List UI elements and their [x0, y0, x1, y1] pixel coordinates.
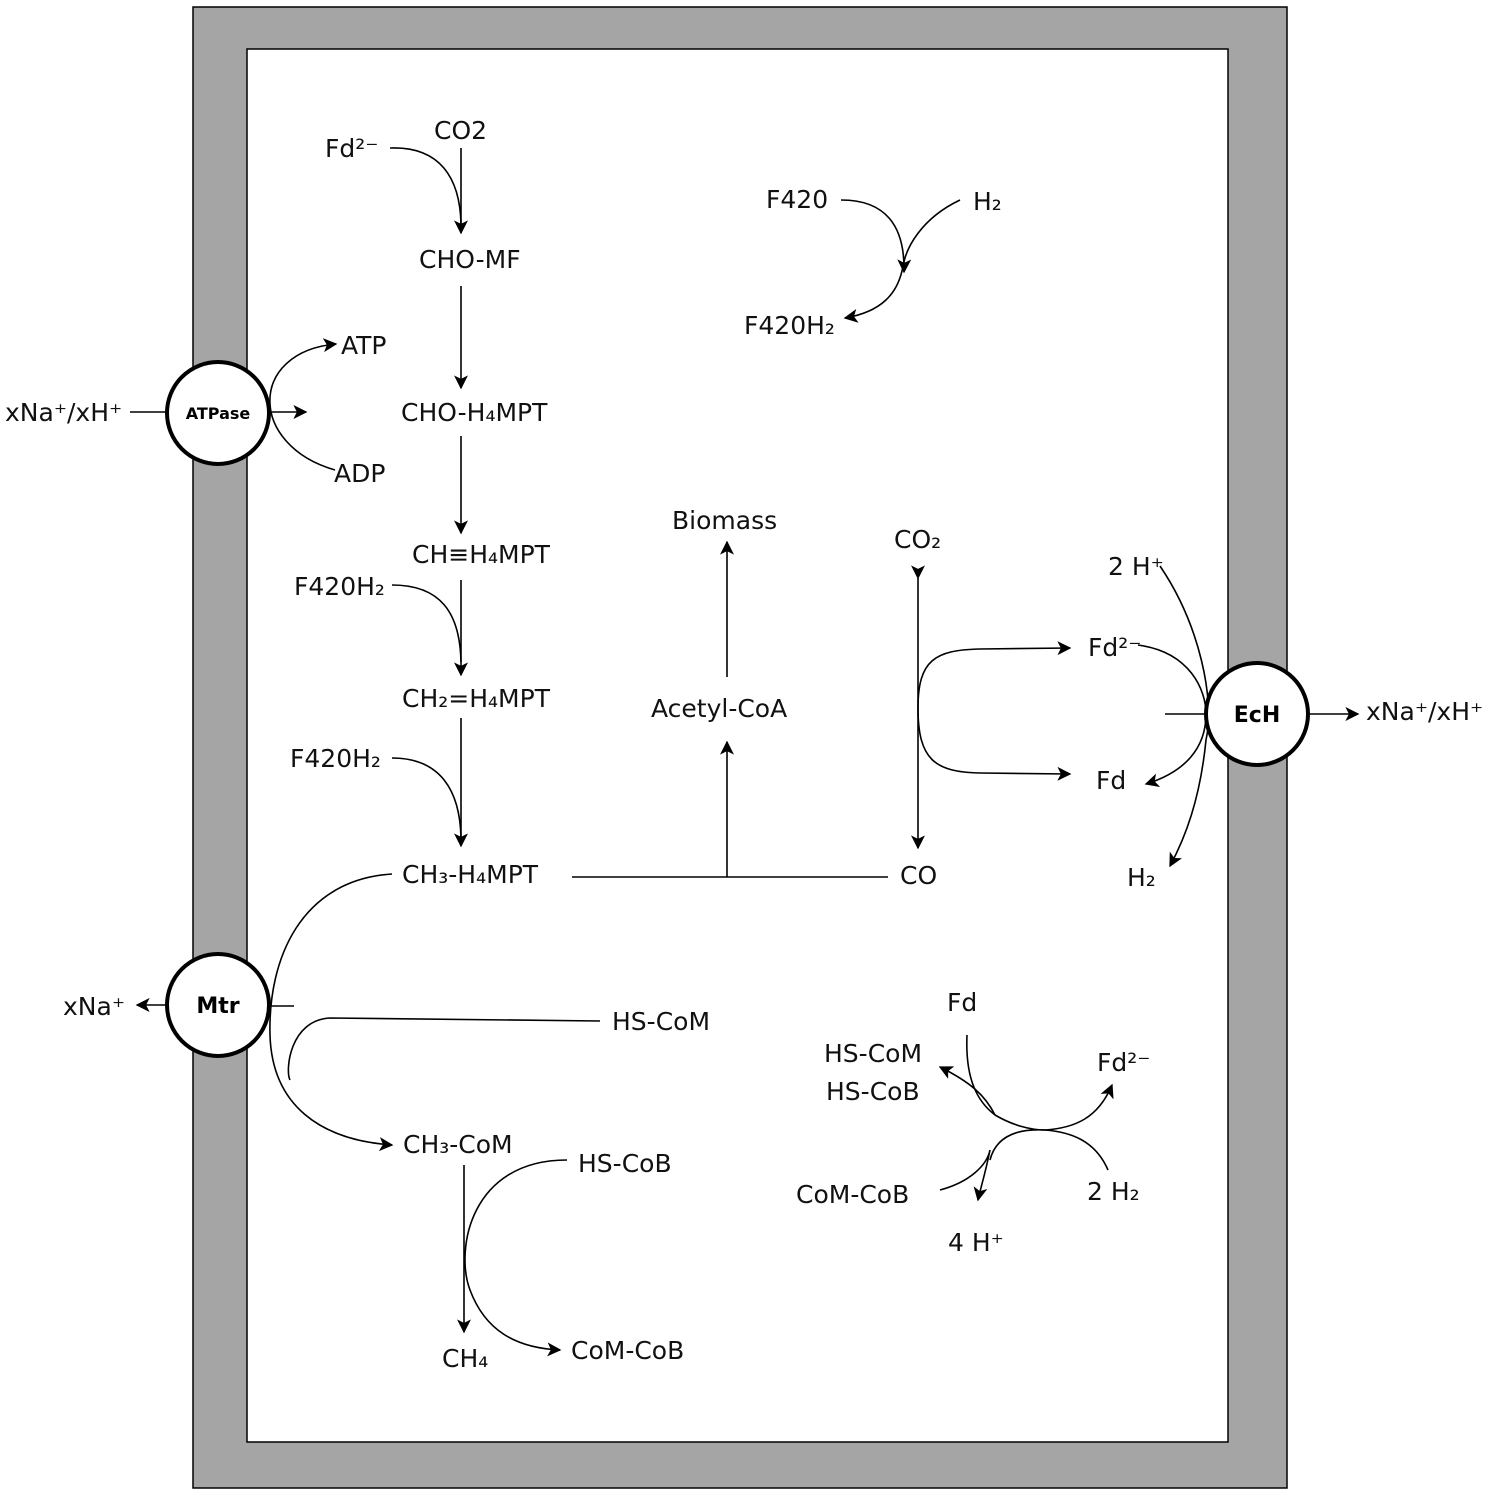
cho-mf-label: CHO-MF: [419, 245, 521, 274]
f420-label: F420: [766, 185, 828, 214]
ech-ion-out-label: xNa⁺/xH⁺: [1366, 697, 1483, 726]
atp-label: ATP: [341, 331, 387, 360]
co-label: CO: [900, 861, 937, 890]
hdr-fd-reduced-label: Fd²⁻: [1097, 1048, 1150, 1077]
f420h2-first-label: F420H₂: [294, 572, 385, 601]
f420-reduction: F420 H₂ F420H₂: [744, 185, 1002, 340]
atpase-enzyme: [165, 360, 271, 466]
ech-h2-label: H₂: [1127, 863, 1156, 892]
mtr-enzyme: [165, 952, 271, 1058]
fd-reduced-top: Fd²⁻: [325, 134, 378, 163]
hs-cob-label: HS-CoB: [578, 1149, 672, 1178]
atpase-reaction: ATPase xNa⁺/xH⁺ ATP ADP: [5, 331, 387, 488]
hdr-four-h-label: 4 H⁺: [948, 1228, 1004, 1257]
hdr-hs-com-label: HS-CoM: [824, 1039, 922, 1068]
carbonyl-branch: Acetyl-CoA Biomass CO₂ CO Fd²⁻ Fd: [572, 506, 1141, 890]
hdr-hs-cob-label: HS-CoB: [826, 1077, 920, 1106]
co2-top: CO2: [434, 116, 487, 145]
ech-protons-label: 2 H⁺: [1108, 552, 1164, 581]
com-cob-product-label: CoM-CoB: [571, 1336, 684, 1365]
adp-label: ADP: [334, 459, 385, 488]
co2-carbonyl-label: CO₂: [894, 525, 941, 554]
atpase-ion-in: xNa⁺/xH⁺: [5, 398, 122, 427]
hdr-com-cob-label: CoM-CoB: [796, 1180, 909, 1209]
mtr-label: Mtr: [196, 994, 239, 1019]
hdr-two-h2-label: 2 H₂: [1087, 1177, 1140, 1206]
fd-carbonyl-label: Fd: [1096, 766, 1126, 795]
cho-h4mpt-label: CHO-H₄MPT: [401, 398, 548, 427]
f420h2-label: F420H₂: [744, 311, 835, 340]
methyl-transfer: Mtr xNa⁺ HS-CoM CH₃-CoM HS-CoB CH₄ CoM-C…: [63, 873, 710, 1373]
hs-com-label: HS-CoM: [612, 1007, 710, 1036]
ech-enzyme: [1204, 661, 1310, 767]
ech-reaction: EcH 2 H⁺ H₂ xNa⁺/xH⁺: [1108, 552, 1483, 892]
ech-label: EcH: [1234, 703, 1280, 728]
ch-triple-h4mpt-label: CH≡H₄MPT: [412, 540, 551, 569]
fd-reduced-carbonyl-label: Fd²⁻: [1088, 633, 1141, 662]
ch2-h4mpt-label: CH₂=H₄MPT: [402, 684, 551, 713]
cytoplasm: [246, 48, 1229, 1443]
heterodisulfide-reduction: Fd HS-CoM HS-CoB Fd²⁻ CoM-CoB 2 H₂ 4 H⁺: [796, 988, 1150, 1257]
ch3-com-label: CH₃-CoM: [403, 1130, 513, 1159]
ch3-h4mpt-label: CH₃-H₄MPT: [402, 860, 539, 889]
biomass-label: Biomass: [672, 506, 777, 535]
methyl-branch: Fd²⁻ CO2 CHO-MF CHO-H₄MPT CH≡H₄MPT F420H…: [290, 116, 551, 889]
acetyl-coa-label: Acetyl-CoA: [651, 694, 787, 723]
ch4-label: CH₄: [442, 1344, 488, 1373]
atpase-label: ATPase: [186, 404, 251, 423]
f420h2-second-label: F420H₂: [290, 744, 381, 773]
h2-label: H₂: [973, 187, 1002, 216]
hdr-fd-label: Fd: [947, 988, 977, 1017]
mtr-na-out-label: xNa⁺: [63, 992, 125, 1021]
